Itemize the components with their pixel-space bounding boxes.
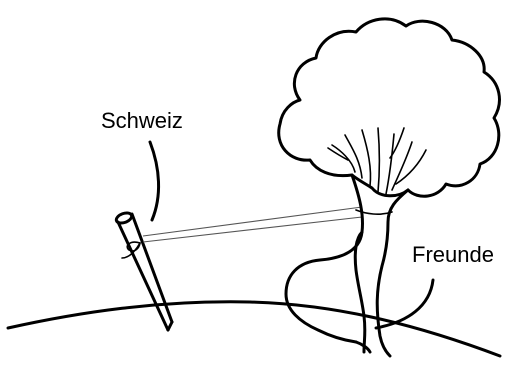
- pointer-line-schweiz: [150, 142, 159, 220]
- tree-trunk: [286, 175, 363, 342]
- label-freunde: Freunde: [412, 242, 494, 267]
- hill-ground: [8, 302, 500, 356]
- tie-rope: [143, 207, 362, 236]
- tree-crown: [279, 19, 500, 196]
- stake: [115, 211, 172, 330]
- label-schweiz: Schweiz: [101, 108, 183, 133]
